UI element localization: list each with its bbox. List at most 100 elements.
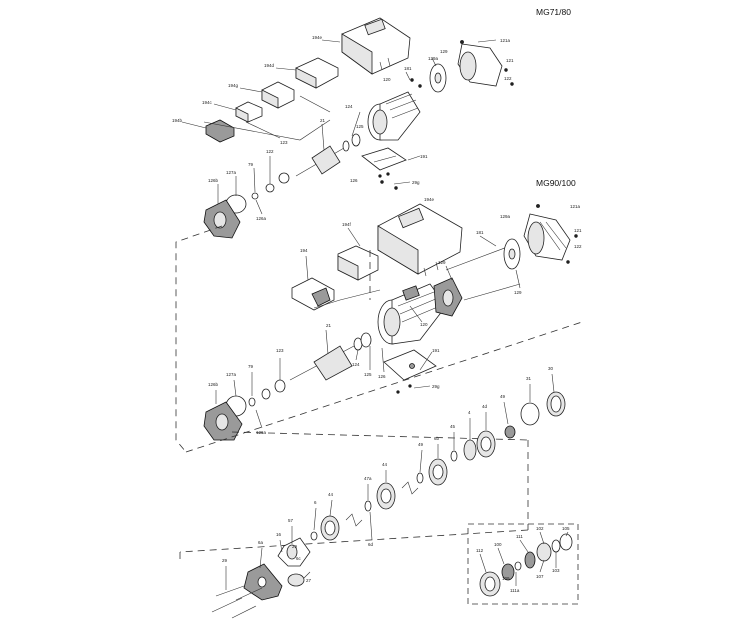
upper-leaders: [181, 39, 497, 215]
base-plate-191: [361, 147, 407, 178]
module-194c: [235, 101, 263, 123]
label-k-111: 111: [516, 534, 523, 539]
middle-assembly: [203, 203, 578, 441]
part-49b: [416, 472, 424, 484]
label-p-49b: 49: [418, 442, 424, 447]
pump-leaders: [225, 373, 555, 590]
washer-79-mid: [261, 388, 271, 400]
label-m-194f: 194f: [342, 222, 352, 227]
label-m-194: 194: [300, 248, 308, 253]
label-p-29: 29: [222, 558, 228, 563]
label-p-6b: 6b: [434, 436, 440, 441]
fan-129-mid: [503, 238, 521, 270]
label-u-123: 123: [280, 140, 288, 145]
seal-105: [559, 533, 573, 551]
label-m-129a: 129a: [500, 214, 511, 219]
module-194: [291, 277, 335, 311]
seal-111a: [514, 561, 522, 571]
label-u-194b: 194b: [172, 118, 183, 123]
seal-111: [524, 551, 536, 569]
label-u-127a: 127a: [226, 170, 237, 175]
part-number-labels: 194e 194d 194g 194c 194b 121a 121 122 12…: [172, 35, 582, 593]
end-shield-126b-mid: [203, 401, 243, 441]
label-m-79: 79: [248, 364, 254, 369]
label-p-29b: 29: [292, 544, 298, 549]
label-u-122b: 122: [266, 149, 274, 154]
rotor-shaft-21: [295, 133, 361, 177]
end-shield-126b: [203, 199, 241, 239]
washer-123: [278, 172, 290, 184]
label-p-16: 16: [276, 532, 282, 537]
part-45: [450, 450, 458, 462]
label-p-44: 44: [382, 462, 388, 467]
base-6a: [243, 563, 283, 601]
label-u-129a: 129a: [428, 56, 439, 61]
seal-103: [551, 539, 561, 553]
label-u-21: 21: [320, 118, 326, 123]
label-p-44b: 44: [328, 492, 334, 497]
terminal-box-194e: [341, 17, 411, 75]
label-u-126a: 126a: [256, 216, 267, 221]
label-m-129: 129: [438, 260, 446, 265]
flange-plate: [433, 277, 463, 317]
label-u-194c: 194c: [202, 100, 213, 105]
label-p-6c: 6c: [296, 556, 302, 561]
label-p-4: 4: [468, 410, 471, 415]
part-47a: [364, 500, 372, 512]
label-k-103: 103: [552, 568, 560, 573]
label-k-100: 100: [494, 542, 502, 547]
label-m-194e: 194e: [424, 197, 435, 202]
label-u-125: 125: [356, 124, 364, 129]
label-u-194g: 194g: [228, 83, 239, 88]
label-u-126b: 126b: [208, 178, 219, 183]
label-k-112: 112: [476, 548, 484, 553]
label-p-4d: 4d: [482, 404, 488, 409]
label-m-125: 125: [364, 372, 372, 377]
label-k-102: 102: [536, 526, 544, 531]
base-plate-191-mid: [383, 349, 437, 394]
label-m-129b: 129: [514, 290, 522, 295]
washer-mid: [248, 397, 256, 407]
label-u-29g: 29g: [412, 180, 420, 185]
label-p-27: 27: [306, 578, 312, 583]
title-mg71-80: MG71/80: [536, 7, 571, 17]
label-u-79: 79: [248, 162, 254, 167]
fan-cover-121-mid: [523, 213, 571, 261]
label-k-105: 105: [562, 526, 570, 531]
label-m-123: 123: [276, 348, 284, 353]
label-u-181: 181: [404, 66, 412, 71]
label-k-111a: 111a: [510, 588, 520, 593]
part-49: [504, 425, 516, 439]
module-194b: [205, 119, 235, 143]
label-m-191: 191: [432, 348, 440, 353]
title-mg90-100: MG90/100: [536, 178, 576, 188]
upper-assembly: [181, 17, 514, 239]
chamber-4: [463, 439, 477, 461]
label-p-30: 30: [548, 366, 554, 371]
label-m-120: 120: [420, 322, 428, 327]
label-u-124: 124: [345, 104, 353, 109]
label-m-126: 126: [378, 374, 386, 379]
label-p-6d: 6d: [368, 542, 374, 547]
label-k-109: 109: [502, 576, 510, 581]
pump-section: [211, 373, 566, 619]
fan-129: [429, 63, 447, 93]
seal-109: [501, 563, 515, 581]
seal-102: [536, 542, 552, 562]
label-u-126: 126: [350, 178, 358, 183]
label-p-45: 45: [450, 424, 456, 429]
label-p-6: 6: [314, 500, 317, 505]
pump-housing-16: [277, 537, 311, 587]
module-194d: [295, 57, 339, 89]
label-m-127a: 127a: [226, 372, 237, 377]
label-m-29g: 29g: [432, 384, 440, 389]
bolts-29: [211, 585, 263, 619]
middle-leaders: [215, 227, 521, 429]
label-p-47a: 47a: [364, 476, 372, 481]
label-m-126b: 126b: [208, 382, 219, 387]
label-u-120: 120: [383, 77, 391, 82]
part-6c: [310, 531, 318, 541]
label-m-121a: 121a: [570, 204, 581, 209]
label-m-21: 21: [326, 323, 332, 328]
